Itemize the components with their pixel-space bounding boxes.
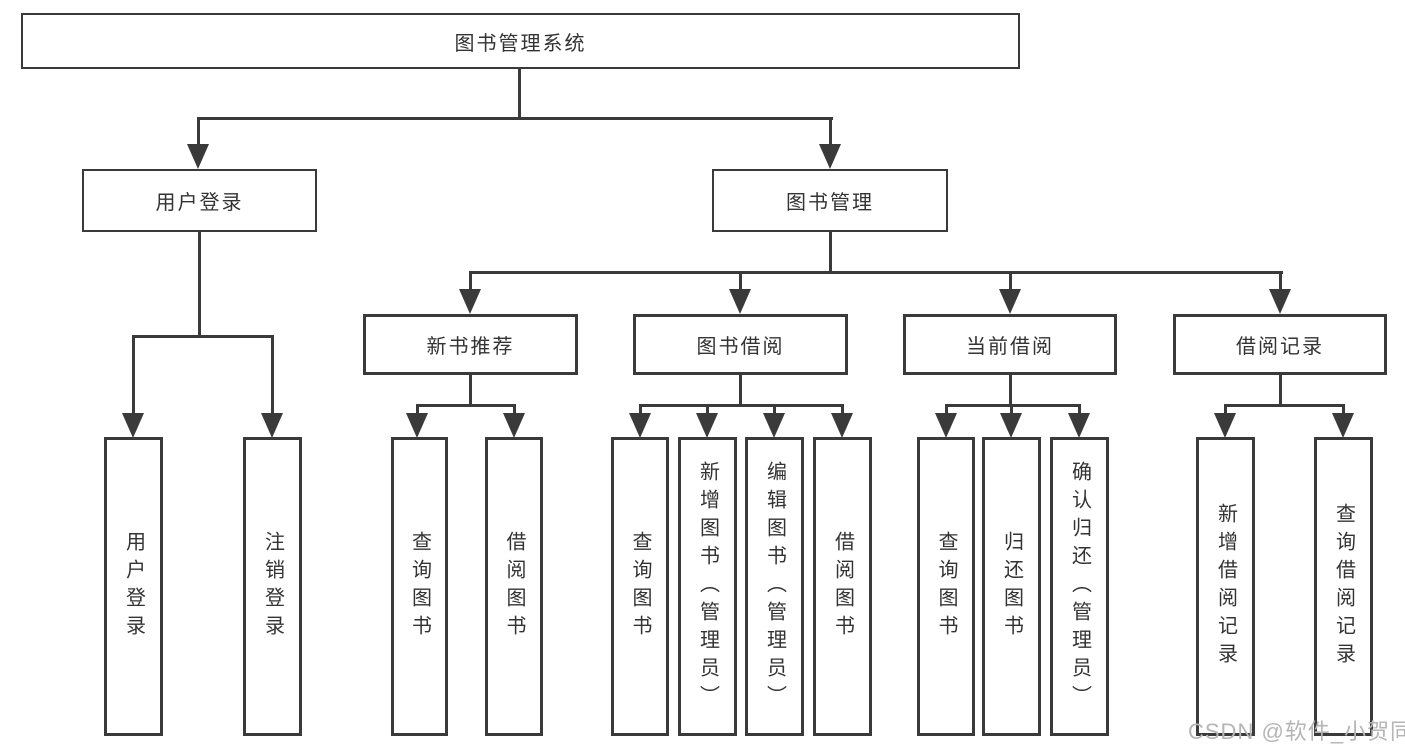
arrow-down-head <box>1214 413 1236 438</box>
connector-line <box>945 404 1081 407</box>
leaf-logout: 注销登录 <box>243 437 302 736</box>
node-new-book-recommend: 新书推荐 <box>363 314 578 375</box>
arrow-down-head <box>187 144 209 169</box>
connector-line <box>639 404 642 416</box>
arrow-down-head <box>1000 413 1022 438</box>
node-root: 图书管理系统 <box>21 13 1020 69</box>
connector-line <box>1342 404 1345 416</box>
connector-line <box>639 404 844 407</box>
arrow-down-head <box>763 413 785 438</box>
arrow-down-head <box>935 413 957 438</box>
connector-line <box>945 404 948 416</box>
node-user-login: 用户登录 <box>82 169 317 232</box>
leaf-edit-book-admin-label: 编辑图书（管理员） <box>763 460 786 713</box>
connector-line <box>198 232 201 337</box>
connector-line <box>469 271 472 291</box>
connector-line <box>469 375 472 407</box>
leaf-confirm-return-admin: 确认归还（管理员） <box>1050 437 1109 736</box>
node-book-borrow: 图书借阅 <box>633 314 848 375</box>
connector-line <box>271 335 274 415</box>
arrow-down-head <box>831 413 853 438</box>
connector-line <box>132 335 274 338</box>
leaf-edit-book-admin: 编辑图书（管理员） <box>745 437 804 736</box>
arrow-down-head <box>629 413 651 438</box>
connector-line <box>739 375 742 407</box>
arrow-down-head <box>696 413 718 438</box>
connector-line <box>1009 271 1012 291</box>
node-current-borrow: 当前借阅 <box>903 314 1117 375</box>
watermark: CSDN @软件_小贺同学 <box>1188 719 1405 744</box>
arrow-down-head <box>1269 289 1291 314</box>
node-borrow-records: 借阅记录 <box>1173 314 1387 375</box>
arrow-down-head <box>261 413 283 438</box>
connector-line <box>1279 375 1282 407</box>
connector-line <box>773 404 776 416</box>
leaf-return-book: 归还图书 <box>982 437 1041 736</box>
connector-line <box>1224 404 1345 407</box>
connector-line <box>197 117 200 147</box>
leaf-query-book-2: 查询图书 <box>611 437 669 736</box>
leaf-query-book-3-label: 查询图书 <box>935 530 957 643</box>
connector-line <box>829 232 832 274</box>
arrow-down-head <box>819 144 841 169</box>
leaf-borrow-book-2-label: 借阅图书 <box>831 530 854 643</box>
leaf-add-book-admin-label: 新增图书（管理员） <box>696 460 719 713</box>
leaf-add-borrow-record: 新增借阅记录 <box>1196 437 1255 736</box>
connector-line <box>518 69 521 118</box>
connector-line <box>1224 404 1227 416</box>
leaf-add-borrow-record-label: 新增借阅记录 <box>1214 502 1237 671</box>
connector-line <box>416 404 516 407</box>
leaf-return-book-label: 归还图书 <box>1000 530 1023 643</box>
leaf-borrow-book-1-label: 借阅图书 <box>503 530 525 643</box>
arrow-down-head <box>459 289 481 314</box>
leaf-borrow-book-2: 借阅图书 <box>813 437 872 736</box>
connector-line <box>829 117 832 147</box>
leaf-query-borrow-record: 查询借阅记录 <box>1314 437 1373 736</box>
leaf-logout-label: 注销登录 <box>261 530 284 643</box>
node-book-management: 图书管理 <box>712 169 948 232</box>
connector-line <box>706 404 709 416</box>
connector-line <box>841 404 844 416</box>
connector-line <box>1078 404 1081 416</box>
leaf-query-book-3: 查询图书 <box>917 437 975 736</box>
connector-line <box>416 404 419 416</box>
leaf-user-login: 用户登录 <box>104 437 163 736</box>
arrow-down-head <box>406 413 428 438</box>
leaf-query-book-2-label: 查询图书 <box>629 530 651 643</box>
leaf-query-borrow-record-label: 查询借阅记录 <box>1332 502 1355 671</box>
leaf-add-book-admin: 新增图书（管理员） <box>678 437 737 736</box>
arrow-down-head <box>999 289 1021 314</box>
arrow-down-head <box>1332 413 1354 438</box>
arrow-down-head <box>729 289 751 314</box>
connector-line <box>132 335 135 415</box>
leaf-query-book-1-label: 查询图书 <box>408 530 431 643</box>
connector-line <box>1009 375 1012 407</box>
leaf-user-login-label: 用户登录 <box>122 530 145 643</box>
connector-line <box>1010 404 1013 416</box>
leaf-confirm-return-admin-label: 确认归还（管理员） <box>1068 460 1091 713</box>
leaf-query-book-1: 查询图书 <box>391 437 448 736</box>
connector-line <box>739 271 742 291</box>
leaf-borrow-book-1: 借阅图书 <box>485 437 543 736</box>
connector-line <box>513 404 516 416</box>
connector-line <box>469 271 1283 274</box>
arrow-down-head <box>122 413 144 438</box>
arrow-down-head <box>1068 413 1090 438</box>
connector-line <box>197 117 833 120</box>
connector-line <box>1279 271 1282 291</box>
arrow-down-head <box>503 413 525 438</box>
